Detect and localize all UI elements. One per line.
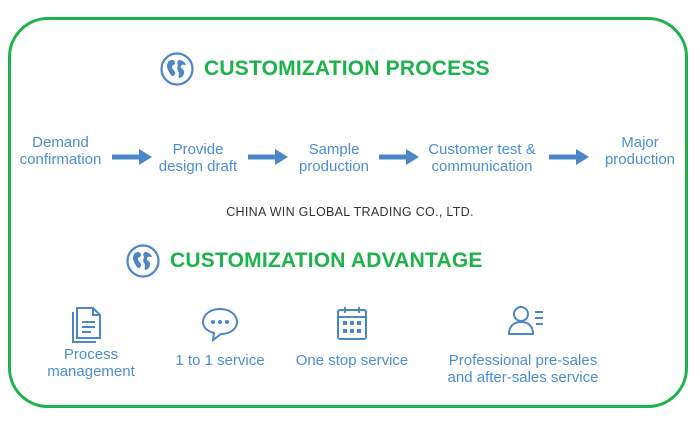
step-line1: Customer test &	[428, 141, 536, 158]
step-sample-production: Sample production	[286, 141, 382, 175]
chat-bubble-icon	[201, 307, 239, 343]
advantage-process-management: Process management	[38, 346, 144, 380]
advantage-header: CUSTOMIZATION ADVANTAGE	[126, 244, 483, 278]
step-customer-test: Customer test & communication	[420, 141, 544, 175]
advantage-one-stop-service: One stop service	[286, 352, 418, 369]
rounded-frame	[8, 17, 688, 408]
step-line2: confirmation	[19, 151, 102, 168]
company-name: CHINA WIN GLOBAL TRADING CO., LTD.	[226, 205, 474, 219]
step-line1: Major	[621, 134, 659, 151]
calendar-icon	[337, 307, 367, 340]
arrow-right-icon	[549, 149, 589, 165]
step-line2: design draft	[158, 158, 238, 175]
advantage-line2: management	[47, 363, 135, 380]
arrow-right-icon	[379, 149, 419, 165]
advantage-line1: One stop service	[295, 352, 409, 369]
document-icon	[72, 307, 101, 343]
process-header: CUSTOMIZATION PROCESS	[160, 52, 490, 86]
advantage-line1: 1 to 1 service	[175, 352, 265, 369]
step-line2: communication	[431, 158, 533, 175]
step-major-production: Major production	[596, 134, 684, 168]
step-provide-design-draft: Provide design draft	[148, 141, 248, 175]
step-line1: Demand	[32, 134, 89, 151]
advantage-professional-service: Professional pre-sales and after-sales s…	[436, 352, 610, 386]
step-demand-confirmation: Demand confirmation	[13, 134, 108, 168]
advantage-line1: Process	[63, 346, 119, 363]
process-title: CUSTOMIZATION PROCESS	[204, 57, 490, 80]
advantage-title: CUSTOMIZATION ADVANTAGE	[170, 249, 483, 272]
arrow-right-icon	[112, 149, 152, 165]
globe-icon	[126, 244, 160, 278]
globe-icon	[160, 52, 194, 86]
step-line1: Provide	[172, 141, 224, 158]
user-list-icon	[507, 306, 543, 335]
step-line1: Sample	[308, 141, 360, 158]
step-line2: production	[298, 158, 370, 175]
step-line2: production	[604, 151, 676, 168]
advantage-line2: and after-sales service	[447, 369, 599, 386]
advantage-line1: Professional pre-sales	[448, 352, 598, 369]
arrow-right-icon	[248, 149, 288, 165]
advantage-one-to-one-service: 1 to 1 service	[162, 352, 278, 369]
